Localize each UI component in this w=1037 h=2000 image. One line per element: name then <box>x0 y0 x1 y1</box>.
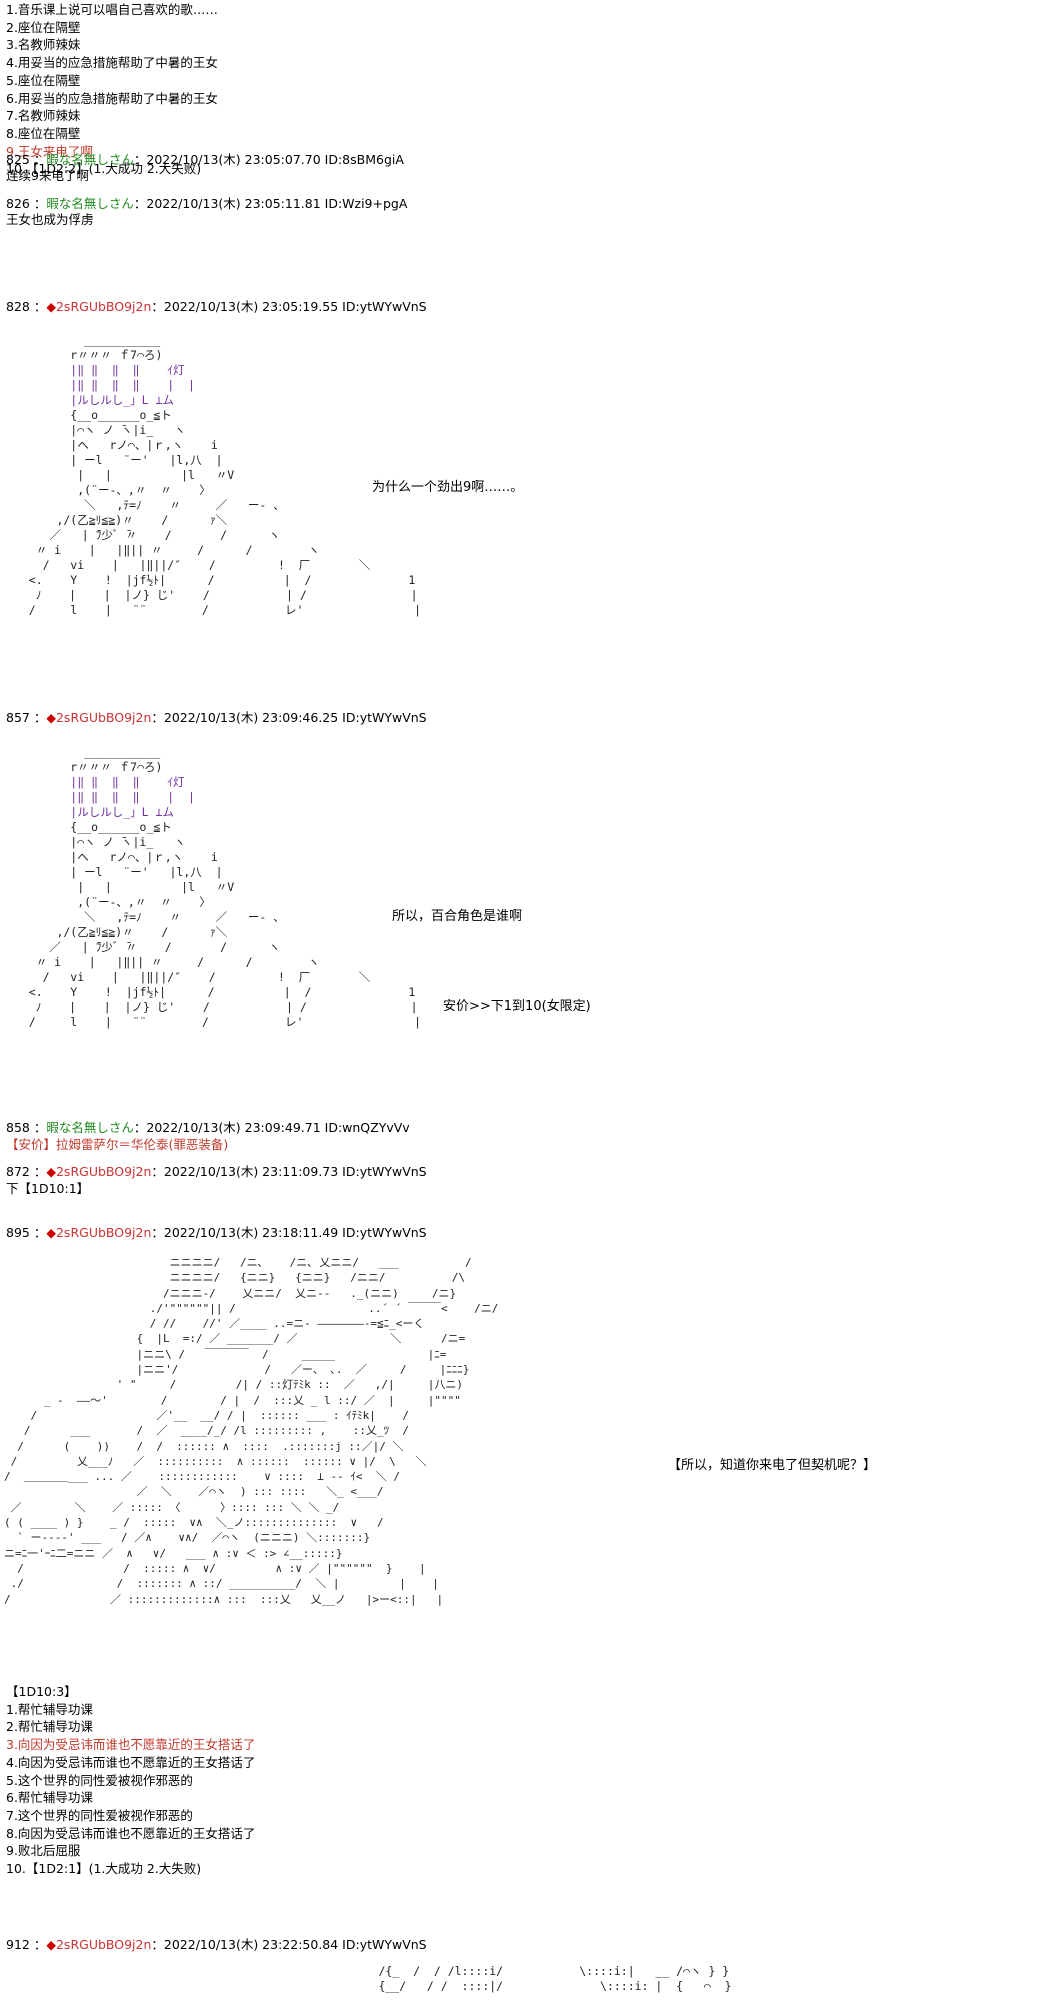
list-item: 3.向因为受忌讳而谁也不愿靠近的王女搭话了 <box>6 1737 256 1753</box>
post-header-825: 825 ：暇な名無しさん：2022/10/13(木) 23:05:07.70 I… <box>6 152 404 168</box>
list-item: 10.【1D2:1】(1.大成功 2.大失败) <box>6 1861 202 1876</box>
list-item: 4.向因为受忌讳而谁也不愿靠近的王女搭话了 <box>6 1754 256 1770</box>
post-body-825: 连续9来电了啊 <box>6 168 89 183</box>
post-header-826: 826 ：暇な名無しさん：2022/10/13(木) 23:05:11.81 I… <box>6 196 407 212</box>
trip-diamond-icon: ◆ <box>46 1937 56 1952</box>
poster-name: 暇な名無しさん <box>46 196 134 211</box>
list-item: 7.名教师辣妹 <box>6 108 81 124</box>
list-item: 3.名教师辣妹 <box>6 37 81 53</box>
list-item: 6.用妥当的应急措施帮助了中暑的王女 <box>6 90 218 106</box>
separator: ： <box>33 196 47 211</box>
ascii-art-character-2: ___________ r〃〃〃 ｆ7⌒ろ) |‖ ‖ ‖ ‖ ｲ灯 |‖ ‖ … <box>8 745 422 1029</box>
poster-name: 暇な名無しさん <box>46 1120 134 1135</box>
post-body-858: 【安价】拉姆雷萨尔＝华伦泰(罪恶装备) <box>6 1137 229 1152</box>
list-item: 5.这个世界的同性爱被视作邪恶的 <box>6 1772 193 1788</box>
list-item: 2.座位在隔壁 <box>6 19 81 35</box>
post-header-858: 858 ：暇な名無しさん：2022/10/13(木) 23:09:49.71 I… <box>6 1120 410 1136</box>
ascii-art-car-scene: ニニニニ/ /ニ､ /ニ､ 乂ニニ/ ___ / ニニニニ/ {ニニ} {ニニ}… <box>4 1256 499 1606</box>
separator: ： <box>33 152 47 167</box>
list-item: 7.这个世界的同性爱被视作邪恶的 <box>6 1807 193 1823</box>
post-number[interactable]: 857 <box>6 710 30 725</box>
post-number[interactable]: 912 <box>6 1937 30 1952</box>
post-number[interactable]: 895 <box>6 1225 30 1240</box>
post-meta: ：2022/10/13(木) 23:11:09.73 ID:ytWYwVnS <box>151 1164 427 1179</box>
poster-name: 暇な名無しさん <box>46 152 134 167</box>
trip-diamond-icon: ◆ <box>46 1164 56 1179</box>
trip-diamond-icon: ◆ <box>46 299 56 314</box>
poster-name: 2sRGUbBO9j2n <box>55 710 152 725</box>
post-meta: ：2022/10/13(木) 23:05:11.81 ID:Wzi9+pgA <box>133 196 408 211</box>
caption-857: 所以，百合角色是谁啊 <box>392 909 523 924</box>
post-meta: ：2022/10/13(木) 23:18:11.49 ID:ytWYwVnS <box>151 1225 427 1240</box>
list-item: 5.座位在隔壁 <box>6 72 81 88</box>
list-item: 9.王女来电了啊 <box>6 143 93 159</box>
anka-request-857: 安价>>下1到10(女限定) <box>443 999 591 1014</box>
caption-828: 为什么一个劲出9啊……。 <box>372 480 524 495</box>
post-header-857: 857 ：◆2sRGUbBO9j2n：2022/10/13(木) 23:09:4… <box>6 710 427 726</box>
post-number[interactable]: 828 <box>6 299 30 314</box>
post-number[interactable]: 825 <box>6 152 30 167</box>
post-header-828: 828 ：◆2sRGUbBO9j2n：2022/10/13(木) 23:05:1… <box>6 299 427 315</box>
post-header-895: 895 ：◆2sRGUbBO9j2n：2022/10/13(木) 23:18:1… <box>6 1225 427 1241</box>
list-item: 4.用妥当的应急措施帮助了中暑的王女 <box>6 55 218 71</box>
separator: ： <box>33 1225 47 1240</box>
post-meta: ：2022/10/13(木) 23:05:07.70 ID:8sBM6giA <box>133 152 404 167</box>
list-item: 1.音乐课上说可以唱自己喜欢的歌…… <box>6 2 218 17</box>
post-meta: ：2022/10/13(木) 23:05:19.55 ID:ytWYwVnS <box>151 299 427 314</box>
separator: ： <box>33 710 47 725</box>
ascii-art-character-1: ___________ r〃〃〃 ｆ7⌒ろ) |‖ ‖ ‖ ‖ ｲ灯 |‖ ‖ … <box>8 333 422 617</box>
list-item: 8.向因为受忌讳而谁也不愿靠近的王女搭话了 <box>6 1825 256 1841</box>
post-body-872: 下【1D10:1】 <box>6 1181 90 1196</box>
separator: ： <box>33 1120 47 1135</box>
post-body-826: 王女也成为俘虏 <box>6 212 94 227</box>
list-item: 8.座位在隔壁 <box>6 125 81 141</box>
poster-name: 2sRGUbBO9j2n <box>55 299 152 314</box>
post-meta: ：2022/10/13(木) 23:09:46.25 ID:ytWYwVnS <box>151 710 427 725</box>
list-item: 10.【1D2:2】(1.大成功 2.大失败) <box>6 161 202 177</box>
post-header-872: 872 ：◆2sRGUbBO9j2n：2022/10/13(木) 23:11:0… <box>6 1164 427 1180</box>
caption-895: 【所以，知道你来电了但契机呢？】 <box>668 1458 877 1473</box>
separator: ： <box>33 1164 47 1179</box>
poster-name: 2sRGUbBO9j2n <box>55 1937 152 1952</box>
trip-diamond-icon: ◆ <box>46 1225 56 1240</box>
ascii-art-tail: /{_ / / /l::::i/ \::::i:| __ /⌒ヽ } } {__… <box>378 1964 732 1993</box>
post-number[interactable]: 826 <box>6 196 30 211</box>
separator: ： <box>33 299 47 314</box>
list-item: 9.败北后屈服 <box>6 1843 81 1859</box>
trip-diamond-icon: ◆ <box>46 710 56 725</box>
post-header-912: 912 ：◆2sRGUbBO9j2n：2022/10/13(木) 23:22:5… <box>6 1937 427 1953</box>
separator: ： <box>33 1937 47 1952</box>
post-meta: ：2022/10/13(木) 23:22:50.84 ID:ytWYwVnS <box>151 1937 427 1952</box>
post-meta: ：2022/10/13(木) 23:09:49.71 ID:wnQZYvVv <box>133 1120 410 1135</box>
poster-name: 2sRGUbBO9j2n <box>55 1225 152 1240</box>
post-number[interactable]: 858 <box>6 1120 30 1135</box>
list-item: 6.帮忙辅导功课 <box>6 1790 93 1806</box>
list-item: 1.帮忙辅导功课 <box>6 1701 93 1717</box>
poster-name: 2sRGUbBO9j2n <box>55 1164 152 1179</box>
list-item: 2.帮忙辅导功课 <box>6 1719 93 1735</box>
post-number[interactable]: 872 <box>6 1164 30 1179</box>
list-item: 【1D10:3】 <box>6 1684 77 1699</box>
